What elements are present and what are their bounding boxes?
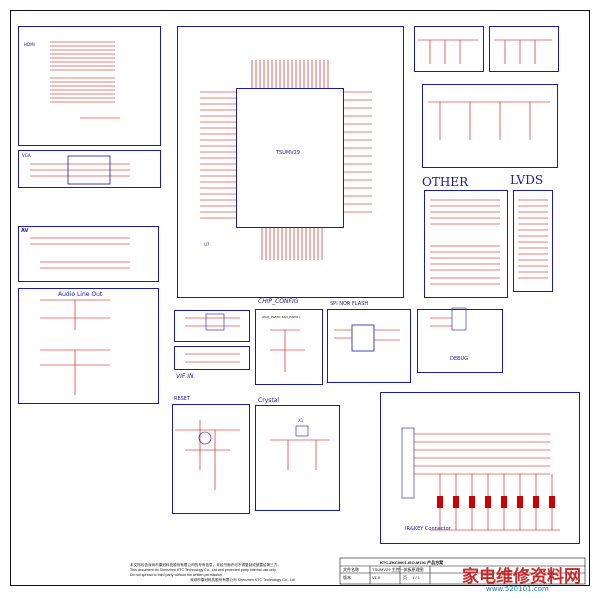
debug-title: DEBUG [450, 356, 468, 362]
project-title: KTC-ZKC0001.ISO-M191 产品方案 [380, 560, 444, 565]
reset-title: RESET [174, 396, 191, 402]
rev-value: V1.0 [372, 575, 381, 580]
crystal-title: Crystal [258, 397, 280, 404]
notice-line-3: Do not spread to third party without the… [130, 573, 223, 577]
main-chip-ref: U7 [204, 242, 210, 247]
hdmi-title: HDMI [24, 42, 35, 47]
company-name: 深圳市康冠科技股份有限公司 Shenzhen KTC Technology Co… [190, 578, 295, 583]
av-title: AV [21, 228, 29, 234]
top-right-block-2 [489, 26, 559, 72]
crystal-ref: X1 [298, 418, 304, 423]
crystal-block [255, 405, 340, 511]
main-chip-block [177, 26, 404, 298]
debug-block [417, 309, 503, 373]
audio-line-out-title: Audio Line Out [58, 291, 103, 298]
reset-block [172, 404, 250, 514]
audio-line-out-block [18, 288, 159, 404]
sheet-value: 1 / 1 [412, 575, 420, 580]
company-en: Shenzhen KTC Technology Co., Ltd [237, 578, 295, 582]
doc-label: 文件名称 [343, 567, 359, 572]
chip-config-left-2 [174, 346, 250, 370]
chip-config-left-1 [174, 310, 250, 342]
chip-config-pads: (PAD_PWM0, PAD_PWM1) [262, 315, 300, 319]
spi-flash-block [327, 309, 411, 383]
rev-label: 版本 [343, 575, 351, 580]
other-block [424, 190, 508, 298]
company-cn: 深圳市康冠科技股份有限公司 [190, 578, 237, 582]
lvds-title: LVDS [510, 173, 544, 187]
vga-title: VGA [22, 153, 31, 158]
main-chip [236, 88, 344, 228]
drawing-frame [10, 10, 590, 586]
chip-config-title: CHIP_CONFIG [258, 298, 299, 305]
hdmi-block [18, 26, 161, 146]
watermark-text: 家电维修资料网 [462, 567, 581, 587]
power-block [422, 84, 558, 168]
notice-line-2: This document for Shenzhen KTC Technolog… [130, 568, 277, 572]
chip-config-block [255, 309, 323, 385]
sheet-label: 页 [403, 575, 407, 580]
main-chip-label: TSUMV29 [276, 150, 300, 156]
vga-block [18, 150, 161, 188]
spi-flash-title: SPI NOR FLASH [330, 301, 369, 307]
notice-line-1: 本文档包含深圳市康冠科技股份有限公司的专有信息，未经书面许可不得复制或披露给第三… [130, 563, 281, 567]
lvds-block [513, 190, 553, 292]
top-right-block-1 [414, 26, 484, 72]
doc-value: TSUMV29 主控一体板原理图 [372, 567, 424, 572]
vif-in-title: VIF IN [176, 373, 194, 380]
keypad-connector-title: IR&KEY Connector [405, 526, 451, 532]
watermark-url: www.520101.com [486, 585, 549, 593]
keypad-connector-block [380, 392, 580, 544]
av-block [18, 226, 159, 282]
other-title: OTHER [422, 175, 469, 189]
